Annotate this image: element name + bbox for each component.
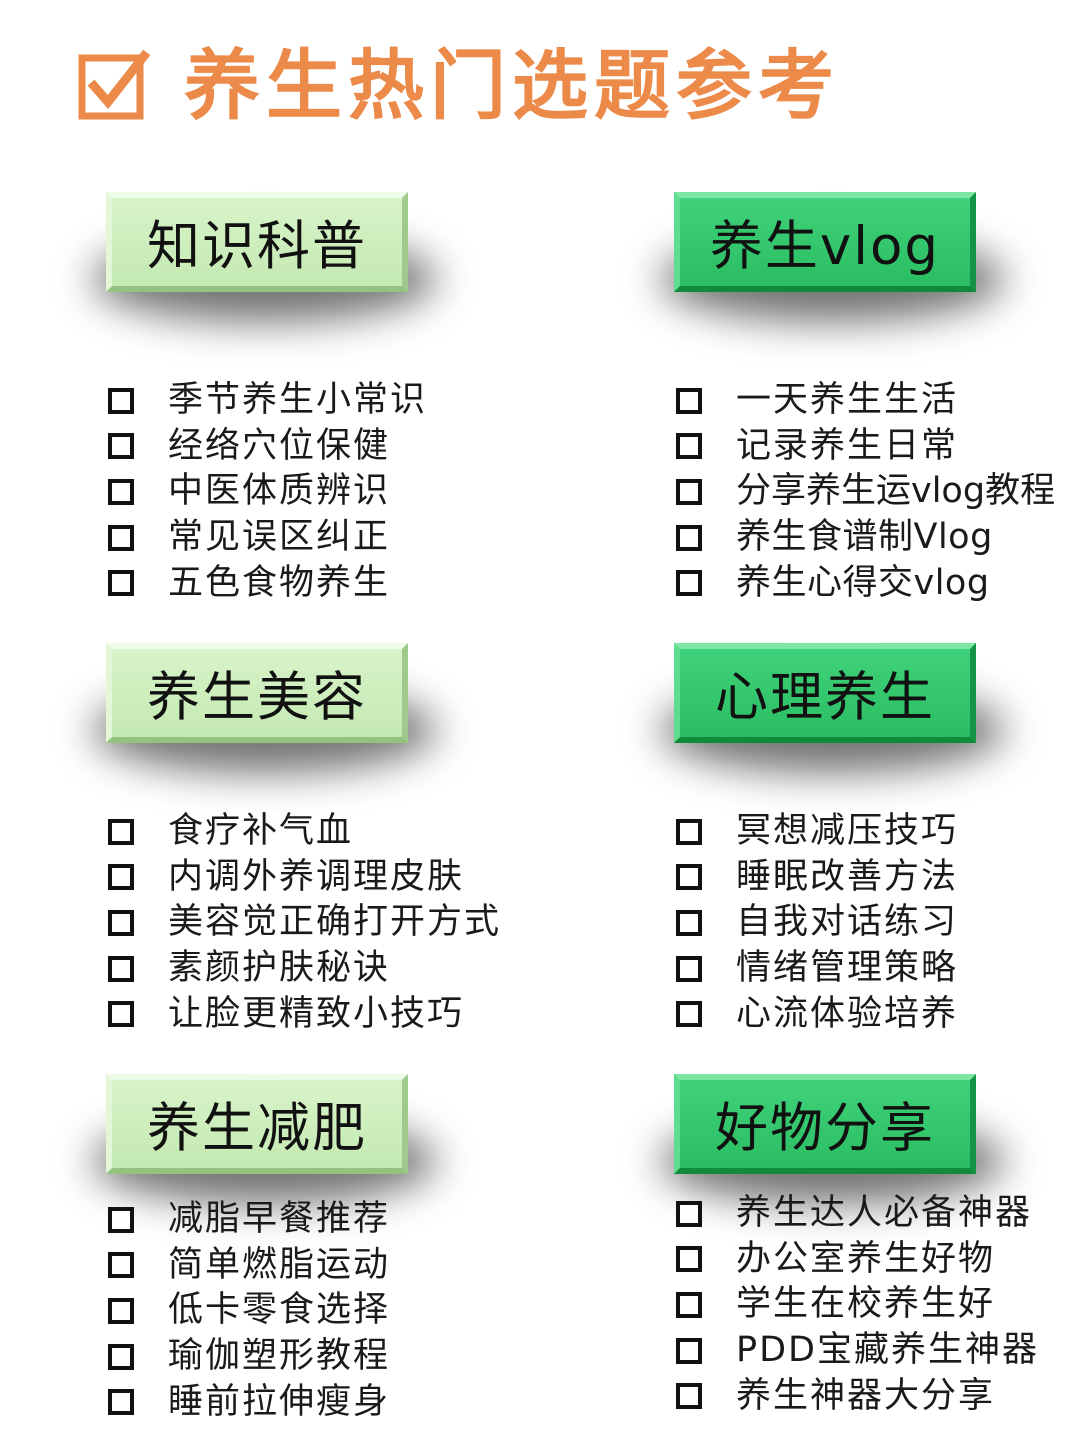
section-heading: 养生vlog [660, 192, 1005, 322]
section-heading-label: 心理养生 [674, 643, 976, 743]
section-heading: 养生美容 [92, 643, 437, 773]
list-item[interactable]: 养生心得交vlog [676, 560, 1055, 606]
list-item[interactable]: 素颜护肤秘诀 [108, 946, 501, 992]
list-item[interactable]: 养生神器大分享 [676, 1373, 1039, 1419]
checkbox-icon[interactable] [108, 1206, 134, 1233]
checkbox-icon[interactable] [676, 955, 702, 982]
list-item[interactable]: 记录养生日常 [676, 424, 1055, 470]
checkbox-icon[interactable] [676, 1337, 702, 1364]
checkbox-icon[interactable] [108, 433, 134, 460]
checkbox-icon[interactable] [108, 478, 134, 505]
section-heading-label: 知识科普 [106, 192, 408, 292]
list-item[interactable]: 情绪管理策略 [676, 946, 958, 992]
section-heading-label: 养生减肥 [106, 1074, 408, 1174]
list-item[interactable]: 常见误区纠正 [108, 515, 427, 561]
checkbox-icon[interactable] [108, 909, 134, 936]
section-mental: 心理养生 冥想减压技巧 睡眠改善方法 自我对话练习 情绪管理策略 心流体验培养 [660, 643, 1074, 1031]
checkbox-icon[interactable] [676, 433, 702, 460]
section-heading-label: 养生vlog [674, 192, 976, 292]
list-item[interactable]: 季节养生小常识 [108, 378, 427, 424]
list-item[interactable]: 睡前拉伸瘦身 [108, 1379, 390, 1425]
topic-list: 冥想减压技巧 睡眠改善方法 自我对话练习 情绪管理策略 心流体验培养 [676, 809, 958, 1037]
checkbox-icon[interactable] [676, 864, 702, 891]
section-heading-label: 养生美容 [106, 643, 408, 743]
list-item[interactable]: 自我对话练习 [676, 900, 958, 946]
checkbox-icon[interactable] [108, 570, 134, 597]
list-item[interactable]: PDD宝藏养生神器 [676, 1328, 1039, 1374]
section-weight-loss: 养生减肥 减脂早餐推荐 简单燃脂运动 低卡零食选择 瑜伽塑形教程 睡前拉伸瘦身 [92, 1074, 566, 1419]
list-item[interactable]: 学生在校养生好 [676, 1282, 1039, 1328]
page-title: 养生热门选题参考 [184, 41, 840, 130]
list-item[interactable]: 五色食物养生 [108, 560, 427, 606]
list-item[interactable]: 经络穴位保健 [108, 424, 427, 470]
list-item[interactable]: 简单燃脂运动 [108, 1243, 390, 1289]
checkbox-icon[interactable] [108, 864, 134, 891]
checkbox-icon[interactable] [108, 1252, 134, 1279]
section-heading: 心理养生 [660, 643, 1005, 773]
list-item[interactable]: 养生食谱制Vlog [676, 515, 1055, 561]
checkbox-icon[interactable] [676, 1200, 702, 1227]
section-knowledge: 知识科普 季节养生小常识 经络穴位保健 中医体质辨识 常见误区纠正 五色食物养生 [92, 192, 566, 600]
checkbox-icon[interactable] [676, 524, 702, 551]
checkbox-icon[interactable] [676, 570, 702, 597]
checkbox-icon[interactable] [676, 478, 702, 505]
checkbox-icon[interactable] [108, 1343, 134, 1370]
list-item[interactable]: 冥想减压技巧 [676, 809, 958, 855]
list-item[interactable]: 食疗补气血 [108, 809, 501, 855]
section-beauty: 养生美容 食疗补气血 内调外养调理皮肤 美容觉正确打开方式 素颜护肤秘诀 让脸更… [92, 643, 566, 1031]
checkbox-icon[interactable] [676, 387, 702, 414]
list-item[interactable]: 低卡零食选择 [108, 1288, 390, 1334]
list-item[interactable]: 美容觉正确打开方式 [108, 900, 501, 946]
section-vlog: 养生vlog 一天养生生活 记录养生日常 分享养生运vlog教程 养生食谱制Vl… [660, 192, 1074, 600]
page-header: 养生热门选题参考 [78, 38, 840, 134]
checkbox-icon[interactable] [108, 955, 134, 982]
list-item[interactable]: 分享养生运vlog教程 [676, 469, 1055, 515]
list-item[interactable]: 心流体验培养 [676, 991, 958, 1037]
list-item[interactable]: 内调外养调理皮肤 [108, 855, 501, 901]
checkbox-icon[interactable] [108, 1389, 134, 1416]
checkbox-icon[interactable] [676, 818, 702, 845]
checkbox-icon[interactable] [108, 1001, 134, 1028]
list-item[interactable]: 一天养生生活 [676, 378, 1055, 424]
section-heading-label: 好物分享 [674, 1074, 976, 1174]
list-item[interactable]: 养生达人必备神器 [676, 1191, 1039, 1237]
section-heading: 好物分享 [660, 1074, 1005, 1204]
list-item[interactable]: 办公室养生好物 [676, 1237, 1039, 1283]
topic-list: 一天养生生活 记录养生日常 分享养生运vlog教程 养生食谱制Vlog 养生心得… [676, 378, 1055, 606]
checkbox-checked-icon [78, 50, 150, 120]
checkbox-icon[interactable] [108, 387, 134, 414]
section-goods: 好物分享 养生达人必备神器 办公室养生好物 学生在校养生好 PDD宝藏养生神器 … [660, 1074, 1074, 1413]
list-item[interactable]: 中医体质辨识 [108, 469, 427, 515]
checkbox-icon[interactable] [108, 524, 134, 551]
topic-list: 食疗补气血 内调外养调理皮肤 美容觉正确打开方式 素颜护肤秘诀 让脸更精致小技巧 [108, 809, 501, 1037]
checkbox-icon[interactable] [676, 1001, 702, 1028]
list-item[interactable]: 睡眠改善方法 [676, 855, 958, 901]
checkbox-icon[interactable] [108, 1297, 134, 1324]
list-item[interactable]: 减脂早餐推荐 [108, 1197, 390, 1243]
topic-list: 减脂早餐推荐 简单燃脂运动 低卡零食选择 瑜伽塑形教程 睡前拉伸瘦身 [108, 1197, 390, 1425]
checkbox-icon[interactable] [676, 909, 702, 936]
list-item[interactable]: 瑜伽塑形教程 [108, 1334, 390, 1380]
checkbox-icon[interactable] [108, 818, 134, 845]
section-heading: 养生减肥 [92, 1074, 437, 1204]
list-item[interactable]: 让脸更精致小技巧 [108, 991, 501, 1037]
checkbox-icon[interactable] [676, 1291, 702, 1318]
section-heading: 知识科普 [92, 192, 437, 322]
checkbox-icon[interactable] [676, 1383, 702, 1410]
topic-list: 养生达人必备神器 办公室养生好物 学生在校养生好 PDD宝藏养生神器 养生神器大… [676, 1191, 1039, 1419]
topic-list: 季节养生小常识 经络穴位保健 中医体质辨识 常见误区纠正 五色食物养生 [108, 378, 427, 606]
checkbox-icon[interactable] [676, 1246, 702, 1273]
